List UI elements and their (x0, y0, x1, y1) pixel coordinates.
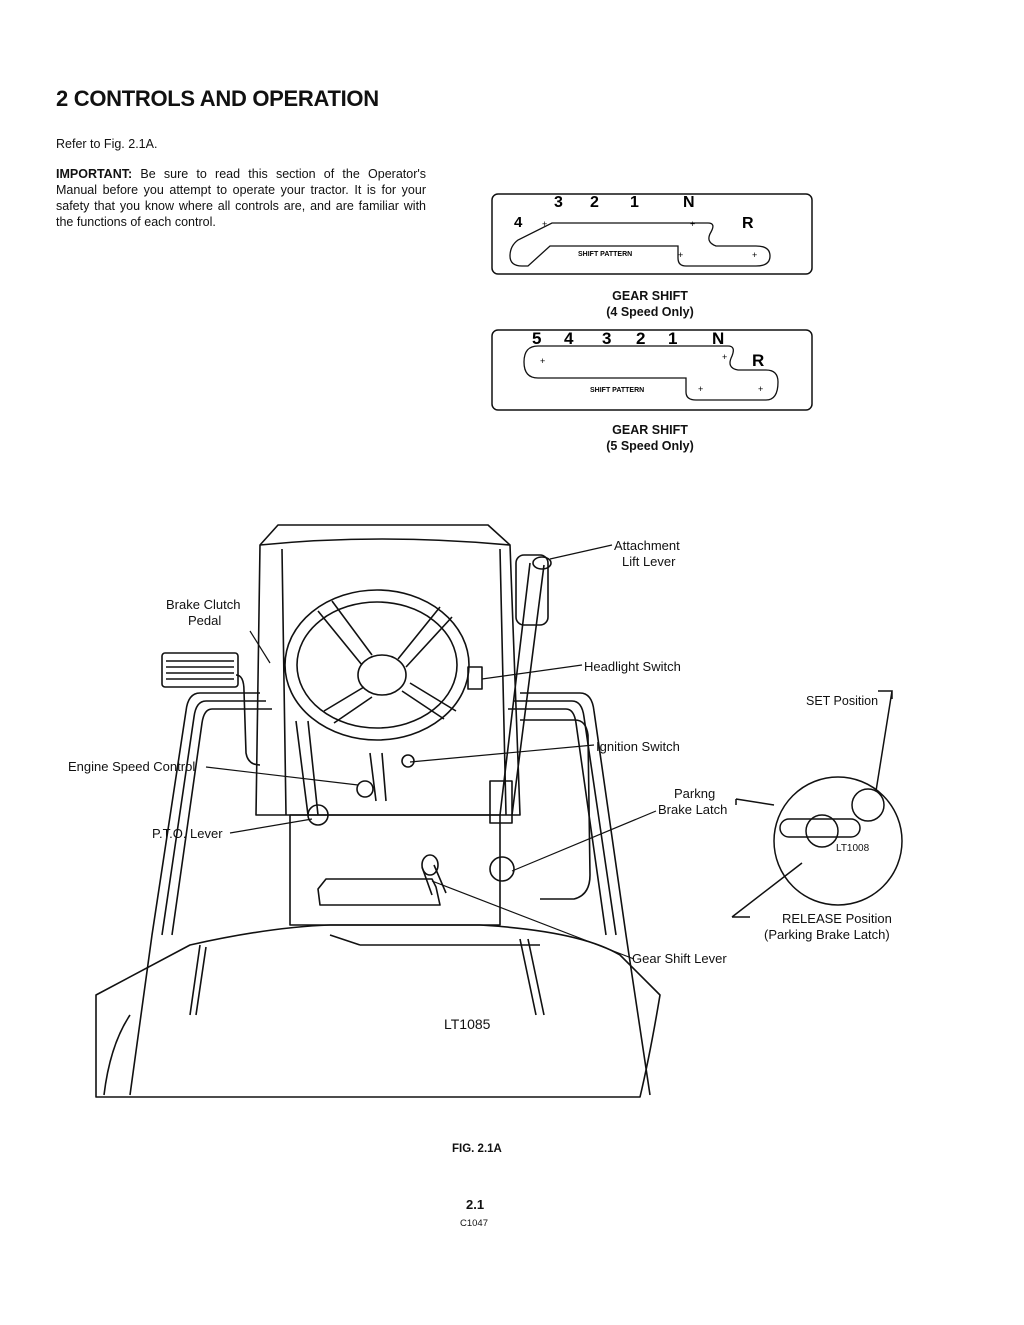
figure-caption: FIG. 2.1A (452, 1143, 502, 1155)
gear5-num-3: 3 (602, 329, 611, 348)
steering-wheel (284, 589, 470, 741)
plus-icon: + (722, 352, 727, 362)
gear-shift-4-diagram: 4 3 2 1 N R SHIFT PATTERN + + + + (491, 193, 813, 275)
plus-icon: + (752, 250, 757, 260)
gear4-neutral: N (683, 194, 695, 211)
gear5-caption-line1: GEAR SHIFT (612, 423, 688, 437)
plus-icon: + (542, 219, 547, 229)
plus-icon: + (540, 356, 545, 366)
page-title: 2 CONTROLS AND OPERATION (56, 86, 379, 111)
important-paragraph: IMPORTANT: Be sure to read this section … (56, 166, 426, 230)
gear5-caption-line2: (5 Speed Only) (606, 439, 694, 453)
page-code: C1047 (460, 1218, 488, 1229)
tractor-controls-illustration: Attachment Lift Lever Brake Clutch Pedal… (68, 524, 903, 1098)
parking-latch-inset (773, 776, 903, 906)
gear-shift-slot (317, 878, 441, 906)
plus-icon: + (678, 250, 683, 260)
gear4-caption: GEAR SHIFT (4 Speed Only) (490, 288, 810, 320)
ignition-switch-icon (401, 754, 415, 768)
brake-clutch-pedal (161, 652, 239, 688)
gear4-num-2: 2 (590, 194, 599, 211)
gear4-pattern-label: SHIFT PATTERN (578, 251, 632, 258)
pto-knob (307, 804, 329, 826)
gear5-num-2: 2 (636, 329, 645, 348)
label-attachment-lift-2: Lift Lever (622, 554, 676, 569)
gear4-caption-line1: GEAR SHIFT (612, 289, 688, 303)
fender-left (129, 692, 260, 1096)
page-number: 2.1 (466, 1197, 485, 1212)
label-release-1: RELEASE Position (782, 911, 892, 926)
gear5-reverse: R (752, 351, 764, 370)
engine-speed-knob (356, 780, 374, 798)
fender-pan (520, 719, 591, 900)
headlight-switch-box (467, 666, 483, 690)
hood (255, 524, 521, 816)
gear5-num-1: 1 (668, 329, 677, 348)
gear4-num-1: 1 (630, 194, 639, 211)
plus-icon: + (698, 384, 703, 394)
front-grille (95, 924, 661, 1098)
label-engine-speed: Engine Speed Control (68, 759, 195, 774)
fender-right (520, 692, 651, 1096)
latch-release-knob (805, 814, 839, 848)
label-brake-clutch-2: Pedal (188, 613, 221, 628)
gear5-num-5: 5 (532, 329, 541, 348)
label-release-2: (Parking Brake Latch) (764, 927, 890, 942)
parking-brake-knob (489, 856, 515, 882)
plus-icon: + (758, 384, 763, 394)
important-text: Be sure to read this section of the Oper… (56, 167, 426, 229)
label-parking-1: Parkng (674, 786, 715, 801)
label-pto: P.T.O. Lever (152, 826, 223, 841)
gear5-caption: GEAR SHIFT (5 Speed Only) (490, 422, 810, 454)
label-headlight: Headlight Switch (584, 659, 681, 674)
label-gear-shift-lever: Gear Shift Lever (632, 951, 727, 966)
gear4-num-3: 3 (554, 194, 563, 211)
label-brake-clutch-1: Brake Clutch (166, 597, 240, 612)
important-label: IMPORTANT: (56, 167, 133, 181)
label-ignition: Ignition Switch (596, 739, 680, 754)
gear-shift-5-diagram: 5 4 3 2 1 N R SHIFT PATTERN + + + + (491, 329, 813, 411)
gear4-reverse: R (742, 215, 754, 232)
label-lt1085: LT1085 (444, 1016, 491, 1032)
label-attachment-lift-1: Attachment (614, 538, 680, 553)
gear5-neutral: N (712, 329, 724, 348)
attachment-lift-lever (499, 562, 545, 816)
gear4-first: 4 (514, 214, 523, 231)
gear5-num-4: 4 (564, 329, 574, 348)
gear4-caption-line2: (4 Speed Only) (606, 305, 694, 319)
plus-icon: + (690, 219, 695, 229)
latch-set-knob (851, 788, 885, 822)
label-lt1008: LT1008 (836, 843, 870, 854)
steering-hub (357, 654, 407, 696)
gear5-pattern-label: SHIFT PATTERN (590, 387, 644, 394)
label-set-position: SET Position (806, 694, 878, 708)
label-parking-2: Brake Latch (658, 802, 727, 817)
dash-panel (289, 814, 501, 926)
refer-text: Refer to Fig. 2.1A. (56, 137, 158, 151)
